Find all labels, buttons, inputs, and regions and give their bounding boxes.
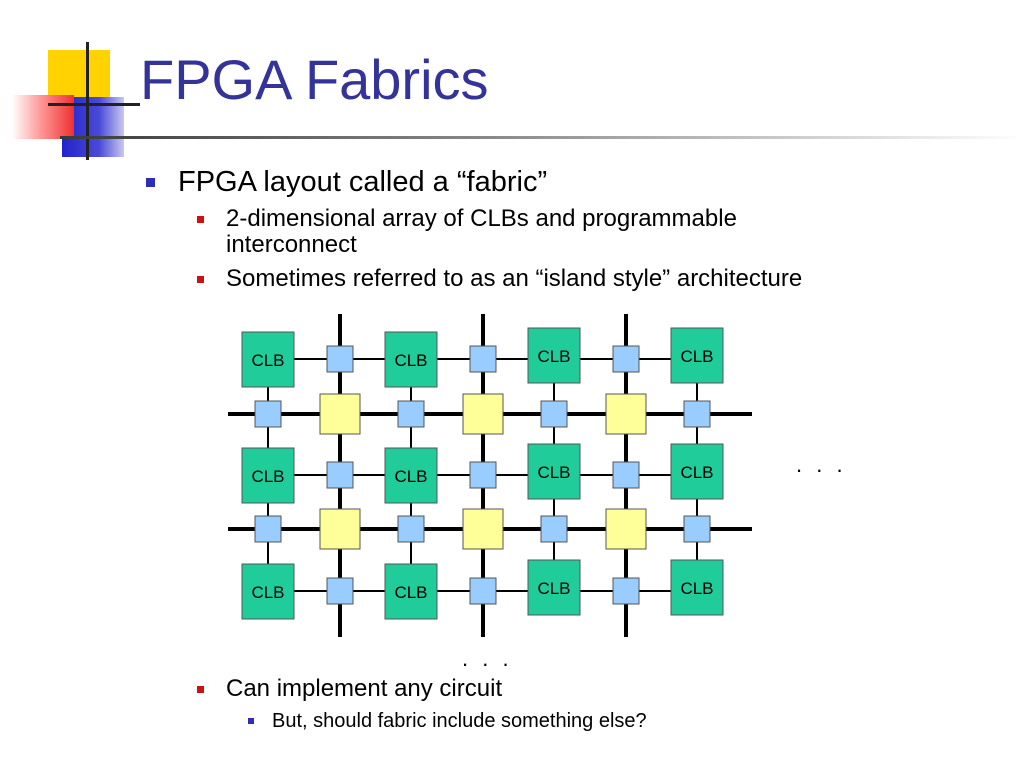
connection-box [326, 461, 354, 489]
clb-label: CLB [680, 463, 713, 482]
clb-label: CLB [537, 347, 570, 366]
clb-block [527, 443, 581, 500]
switch-box [319, 393, 361, 435]
switch-box [605, 393, 647, 435]
clb-label: CLB [537, 579, 570, 598]
connection-box [612, 345, 640, 373]
clb-label: CLB [394, 467, 427, 486]
clb-label: CLB [251, 351, 284, 370]
clb-block [670, 559, 724, 616]
bullet-text: Sometimes referred to as an “island styl… [226, 265, 803, 292]
clb-block [384, 331, 438, 388]
bullet-level3-something-else: But, should fabric include something els… [248, 710, 647, 733]
continuation-right: . . . [796, 452, 847, 477]
clb-label: CLB [251, 583, 284, 602]
clb-block [384, 563, 438, 620]
clb-label: CLB [537, 463, 570, 482]
bullet-square-icon [248, 718, 254, 724]
clb-block [241, 331, 295, 388]
connection-box [254, 400, 282, 428]
decor-vertical-line [86, 42, 89, 160]
bullet-square-icon [197, 686, 204, 693]
connection-box [469, 461, 497, 489]
bullet-text: Can implement any circuit [226, 675, 503, 702]
title-underline [60, 136, 1024, 139]
bullet-square-icon [197, 216, 204, 223]
connection-box [397, 400, 425, 428]
clb-block [527, 559, 581, 616]
clb-label: CLB [680, 347, 713, 366]
slide-title: FPGA Fabrics [140, 48, 489, 111]
connection-box [469, 345, 497, 373]
clb-label: CLB [394, 583, 427, 602]
connection-box [326, 577, 354, 605]
switch-box [462, 508, 504, 550]
connection-box [683, 400, 711, 428]
connection-box [254, 515, 282, 543]
connection-box [326, 345, 354, 373]
connection-box [469, 577, 497, 605]
connection-box [540, 400, 568, 428]
bullet-square-icon [146, 178, 155, 187]
bullet-level2-island: Sometimes referred to as an “island styl… [197, 266, 802, 292]
clb-label: CLB [680, 579, 713, 598]
switch-box [319, 508, 361, 550]
clb-block [527, 327, 581, 384]
connection-box [683, 515, 711, 543]
bullet-level2-array: 2-dimensional array of CLBs and programm… [197, 206, 857, 258]
bullet-text: 2-dimensional array of CLBs and programm… [226, 205, 737, 258]
switch-box [605, 508, 647, 550]
bullet-level2-circuit: Can implement any circuit [197, 676, 502, 702]
bullet-text: FPGA layout called a “fabric” [178, 166, 548, 198]
clb-block [670, 327, 724, 384]
continuation-bottom: . . . [462, 646, 513, 671]
connection-box [397, 515, 425, 543]
decor-horizontal-line [48, 103, 140, 106]
connection-box [540, 515, 568, 543]
switch-box [462, 393, 504, 435]
clb-label: CLB [394, 351, 427, 370]
clb-block [670, 443, 724, 500]
bullet-square-icon [197, 276, 204, 283]
clb-label: CLB [251, 467, 284, 486]
connection-box [612, 577, 640, 605]
clb-block [241, 563, 295, 620]
decor-red-square [12, 95, 74, 139]
bullet-level1-fabric: FPGA layout called a “fabric” [146, 166, 547, 199]
bullet-text: But, should fabric include something els… [272, 710, 647, 732]
clb-block [384, 447, 438, 504]
connection-box [612, 461, 640, 489]
clb-block [241, 447, 295, 504]
